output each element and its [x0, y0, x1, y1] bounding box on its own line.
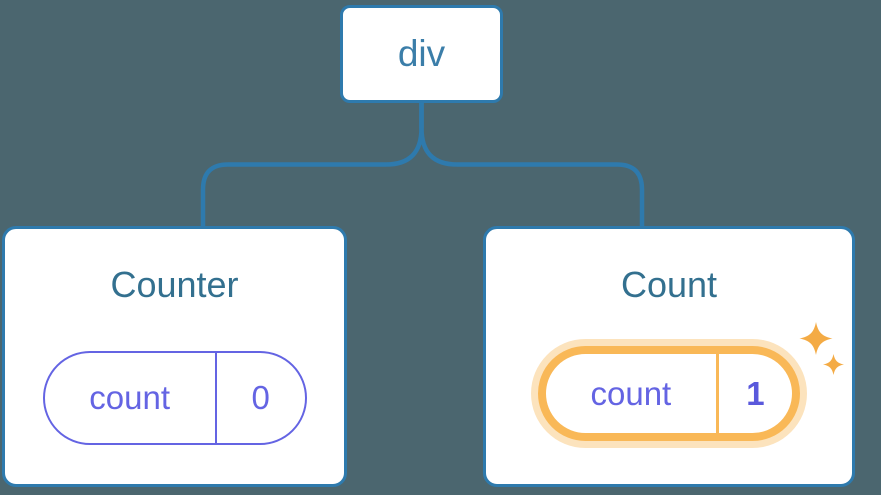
- root-node-label: div: [397, 33, 446, 74]
- state-pill-highlighted: count 1: [538, 346, 800, 441]
- root-node-div: div: [340, 5, 503, 103]
- component-card-count: Count count 1: [483, 226, 855, 487]
- state-value-label: 1: [746, 374, 765, 412]
- state-pill-key-section: count: [45, 353, 217, 443]
- state-pill-value-section: 0: [217, 353, 305, 443]
- component-title: Count: [620, 264, 718, 305]
- connector-branch-left: [200, 103, 424, 227]
- state-pill-key-section: count: [546, 354, 719, 433]
- sparkle-icon-large: [799, 322, 833, 355]
- connector-branch-right: [419, 103, 645, 227]
- state-value-label: 0: [251, 379, 270, 416]
- sparkle-icon-small: [823, 354, 844, 375]
- state-pill: count 0: [42, 351, 307, 445]
- state-key-label: count: [89, 379, 171, 416]
- component-card-counter: Counter count 0: [2, 226, 347, 487]
- component-title: Counter: [110, 264, 239, 305]
- state-pill-value-section: 1: [719, 354, 792, 433]
- state-key-label: count: [590, 374, 672, 412]
